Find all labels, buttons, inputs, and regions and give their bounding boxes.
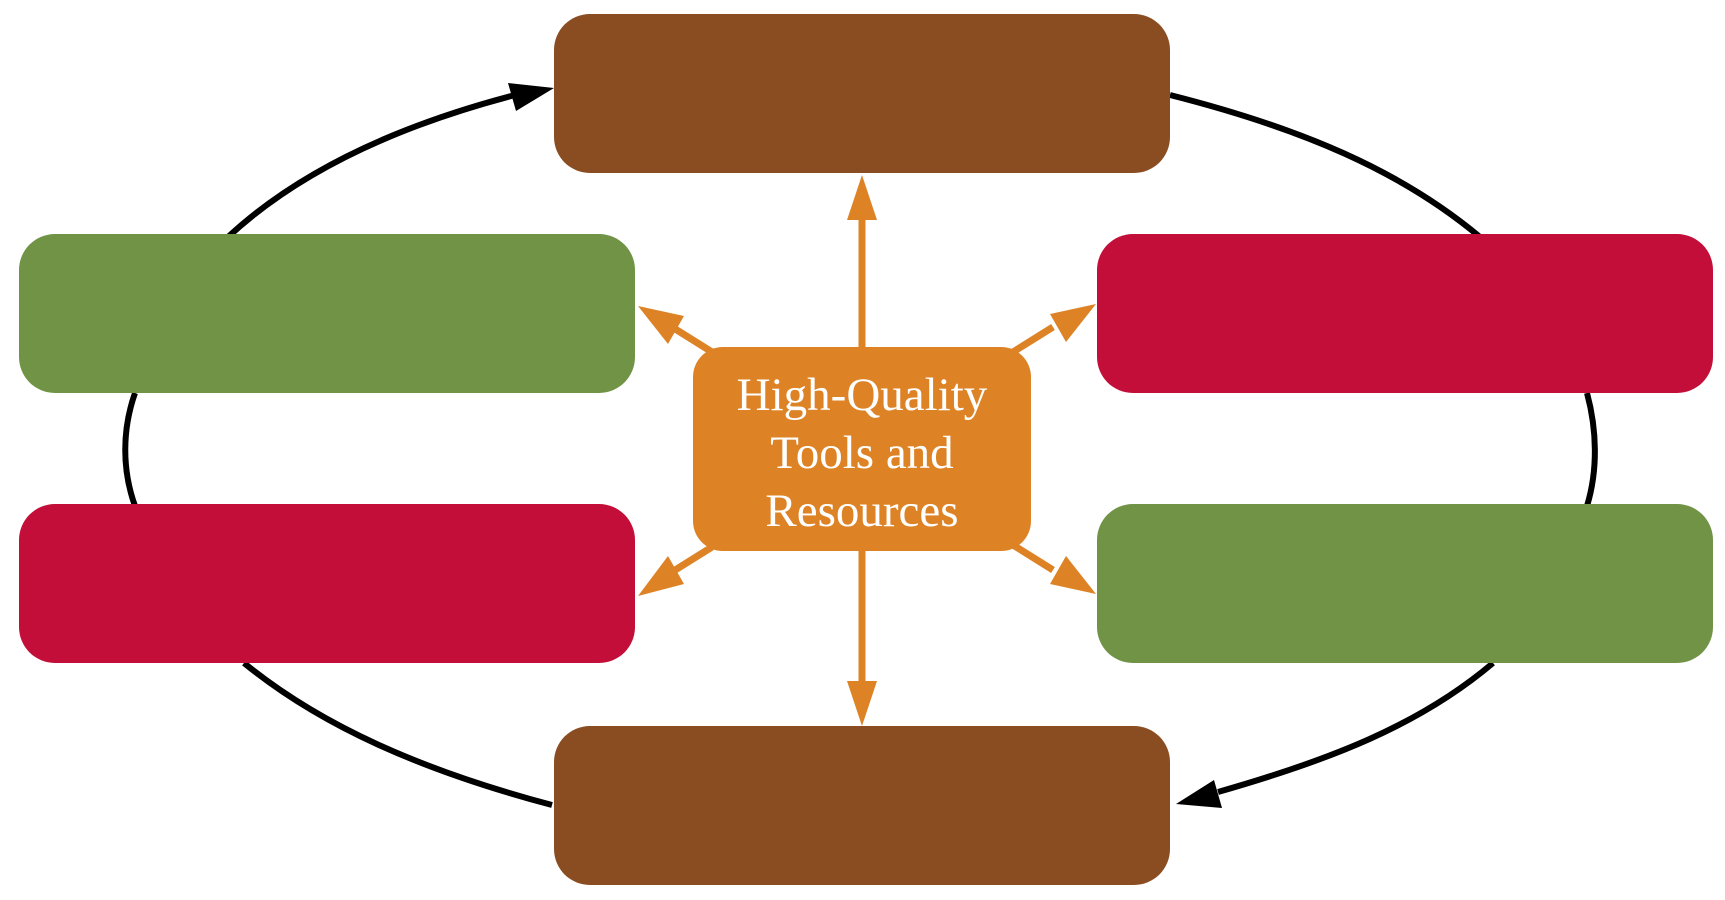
cycle-arc-bottom-left: [242, 660, 553, 808]
node-upper-right: [1097, 234, 1713, 393]
outer-nodes: [19, 14, 1713, 885]
spoke-up-arrowhead: [847, 175, 877, 220]
center-box: [693, 347, 1031, 551]
cycle-arc-top-right: [1169, 92, 1482, 240]
cycle-arrow-to-bottom: [1217, 660, 1495, 795]
spoke-lower-left: [670, 544, 714, 575]
spoke-upper-right-arrowhead: [1050, 304, 1096, 342]
spoke-upper-left: [670, 324, 714, 355]
spoke-lower-right: [1011, 542, 1055, 573]
node-bottom: [554, 726, 1170, 885]
spoke-lower-right-arrowhead: [1050, 556, 1096, 594]
cycle-loop: [122, 83, 1598, 808]
node-upper-left: [19, 234, 635, 393]
center-node: High-Quality Tools and Resources: [693, 347, 1031, 551]
cycle-arrow-to-top: [225, 92, 516, 240]
cycle-arrowhead-bottom: [1176, 780, 1222, 808]
cycle-arc-right: [1584, 392, 1598, 507]
center-label-line-3: Resources: [765, 485, 958, 537]
spokes: [638, 175, 1096, 726]
spoke-down-arrowhead: [847, 681, 877, 726]
spoke-upper-left-arrowhead: [638, 306, 684, 344]
spoke-lower-left-arrowhead: [638, 556, 684, 596]
node-top: [554, 14, 1170, 173]
cycle-arrowhead-top: [508, 83, 554, 111]
node-lower-left: [19, 504, 635, 663]
cycle-arc-left: [122, 392, 138, 508]
center-label-line-2: Tools and: [770, 427, 953, 479]
spoke-upper-right: [1011, 324, 1055, 355]
node-lower-right: [1097, 504, 1713, 663]
center-label-line-1: High-Quality: [737, 369, 988, 421]
